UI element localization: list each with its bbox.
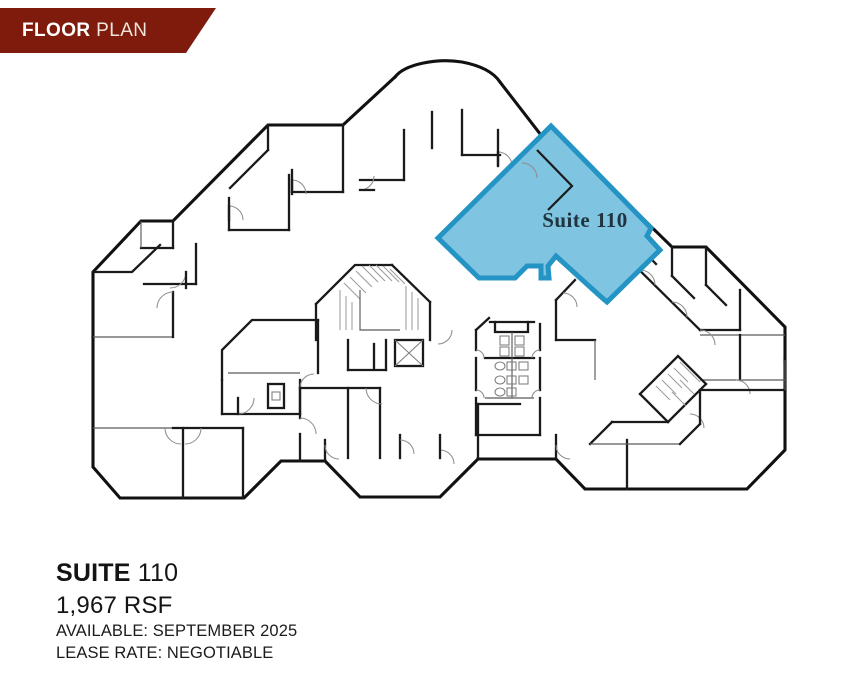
left-stair-core (220, 318, 320, 416)
lower-center-rooms (476, 278, 597, 461)
center-stair (314, 263, 432, 342)
misc-details (140, 221, 786, 390)
floor-plan-svg: Suite 110 (91, 59, 787, 500)
caption-suite-line: SUITE 110 (56, 558, 656, 590)
caption-lease-rate: LEASE RATE: NEGOTIABLE (56, 643, 274, 662)
suite-110-label: Suite 110 (542, 208, 628, 232)
suite-caption: SUITE 110 1,967 RSF AVAILABLE: SEPTEMBER… (56, 558, 656, 665)
caption-available: AVAILABLE: SEPTEMBER 2025 (56, 621, 298, 640)
caption-rsf: 1,967 RSF (56, 591, 173, 619)
banner-title-light: PLAN (90, 20, 148, 41)
left-wing-offices (139, 123, 406, 286)
caption-suite-number: 110 (130, 559, 179, 587)
banner-title-strong: FLOOR (22, 20, 91, 41)
suite-110-region[interactable] (434, 122, 664, 306)
apex-offices (430, 108, 513, 168)
center-corridor (437, 329, 455, 465)
banner-title: FLOOR PLAN (0, 21, 147, 40)
center-left-rooms (298, 338, 425, 463)
suite-110-inner-partition (521, 149, 574, 211)
left-wing-west-rooms (91, 243, 245, 500)
restroom-core (474, 316, 542, 437)
caption-suite-word: SUITE (56, 559, 131, 587)
bottom-center-rooms (323, 433, 415, 463)
right-wing-stair (588, 354, 787, 491)
floor-plan-drawing: Suite 110 (0, 40, 850, 550)
floor-plan-banner: FLOOR PLAN (0, 8, 216, 53)
